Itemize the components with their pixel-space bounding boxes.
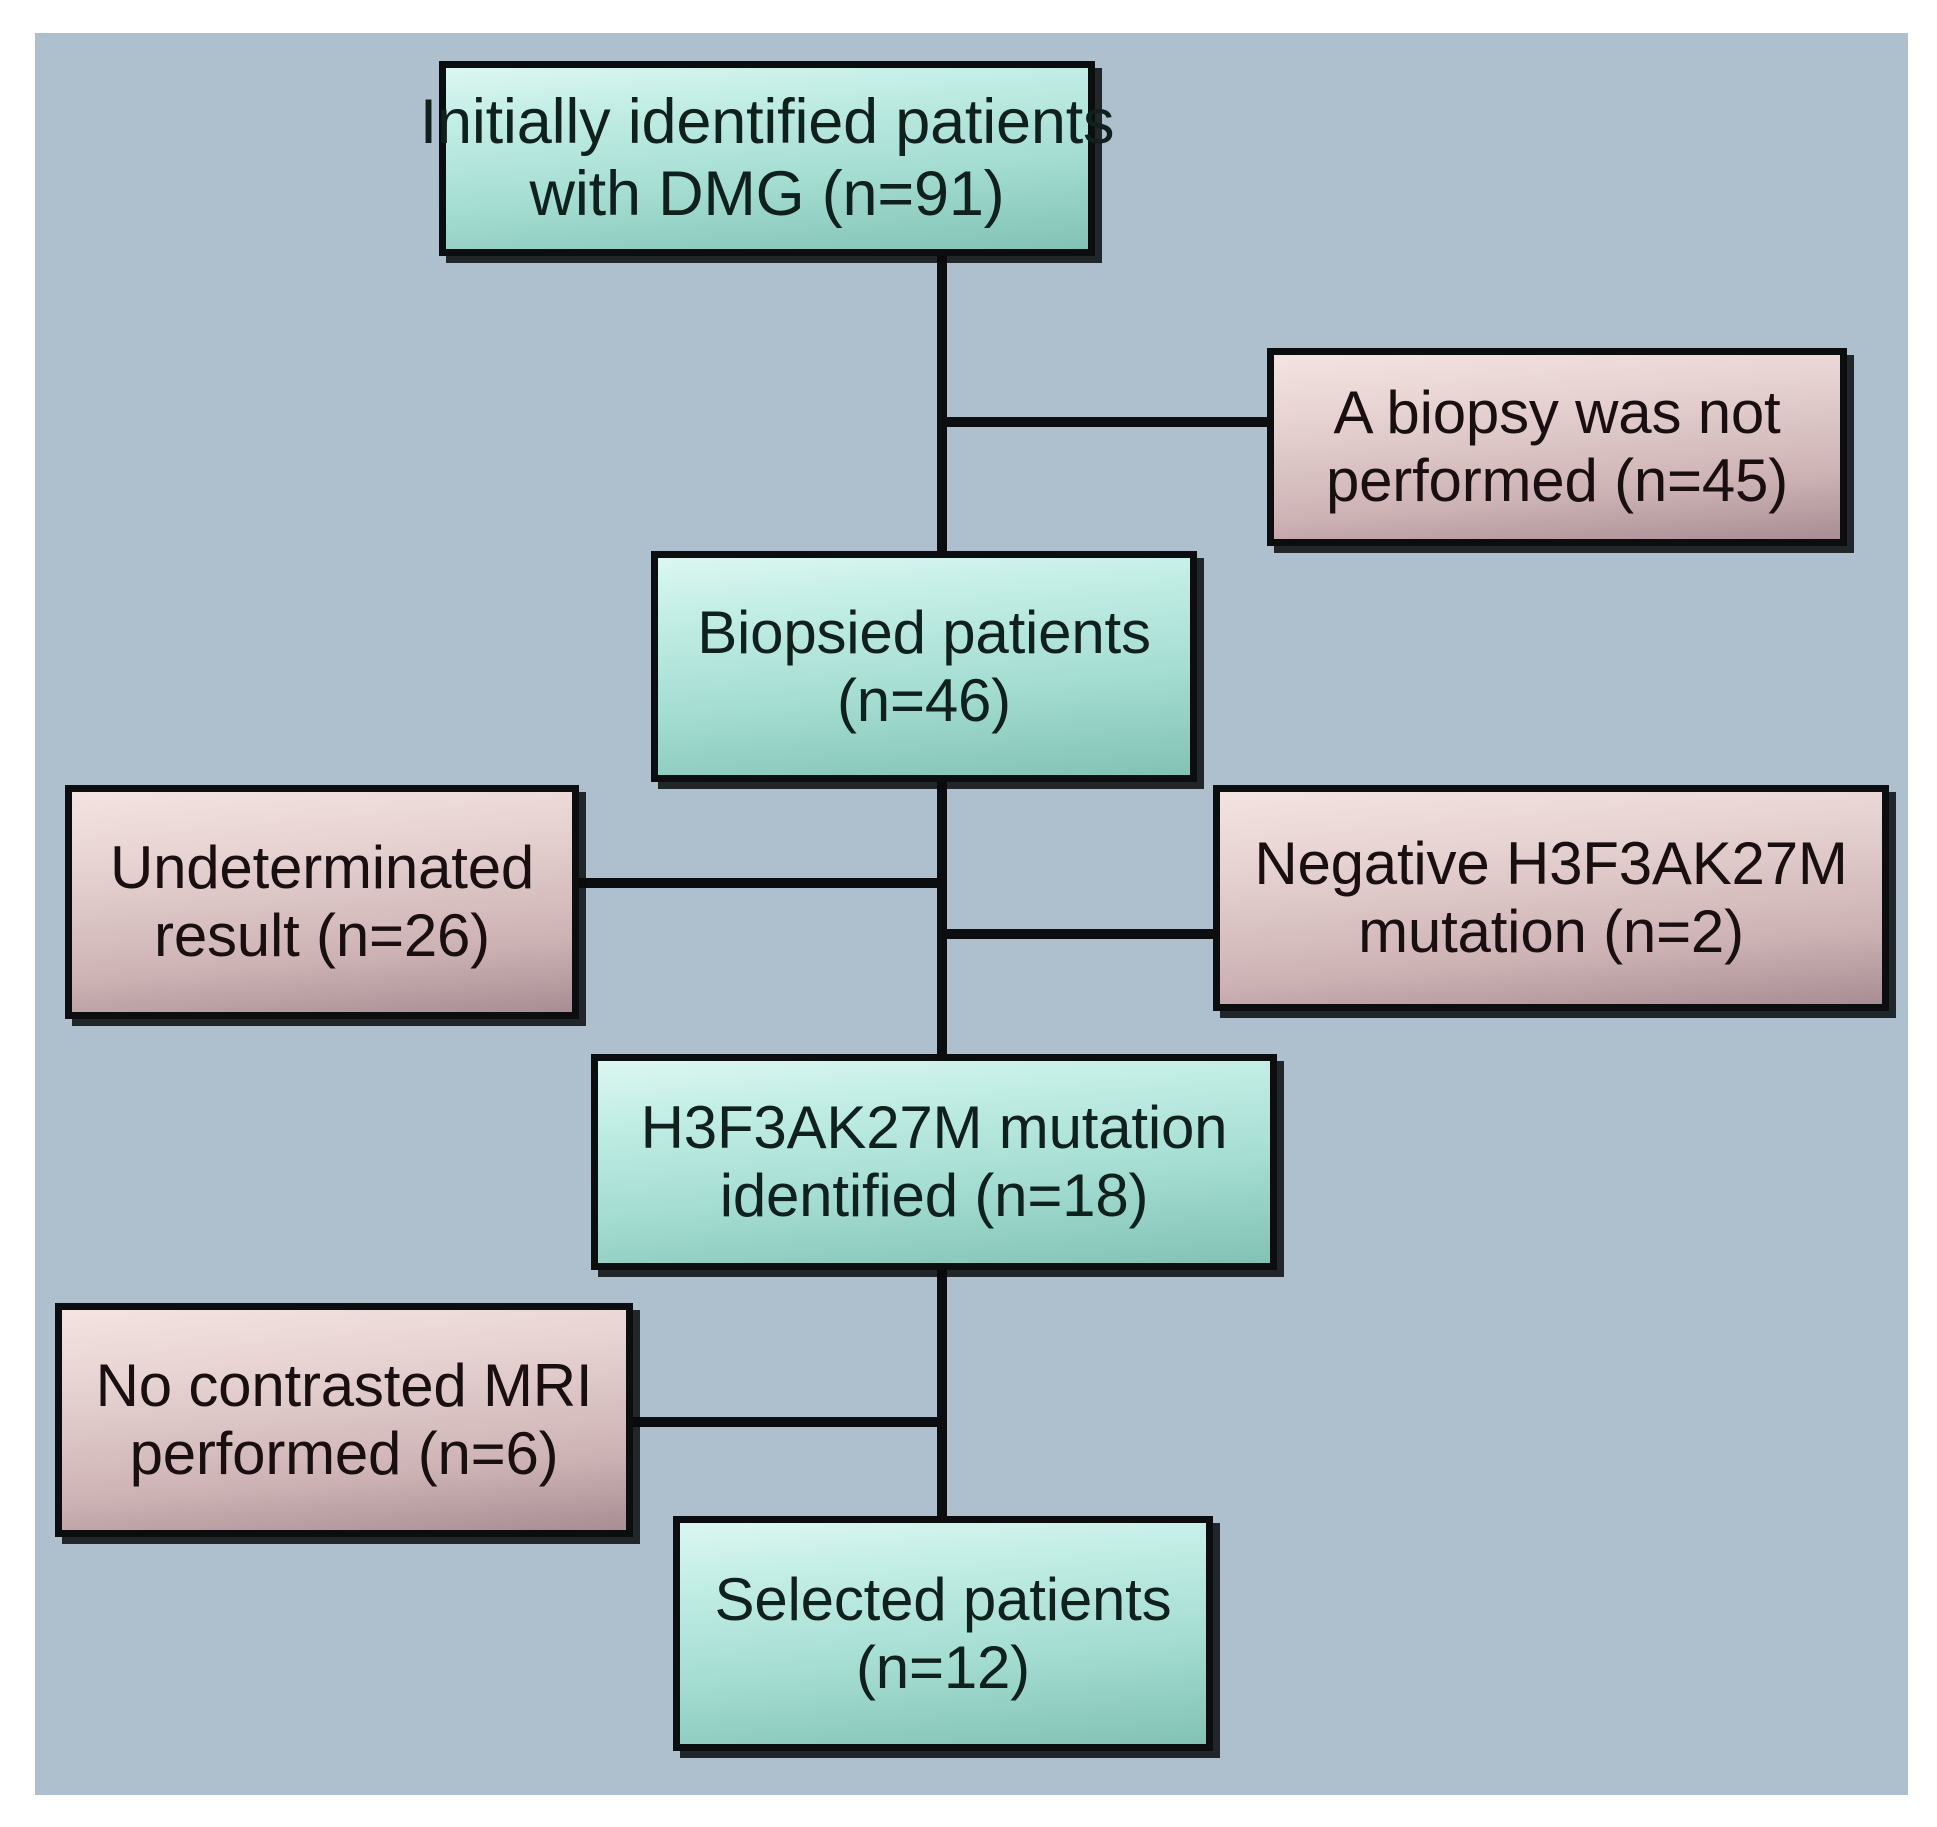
connector-mutation-to-selected [937,1270,947,1526]
node-undeterminated-line2: result (n=26) [154,902,490,969]
node-no-biopsy-line2: performed (n=45) [1325,447,1789,514]
connector-initial-to-no-biopsy [937,417,1275,427]
node-mutation-line1: H3F3AK27M mutation [640,1094,1228,1162]
node-no-mri-line2: performed (n=6) [129,1420,559,1487]
node-initially-identified-patients[interactable]: Initially identified patients with DMG (… [420,61,1115,256]
node-h3f3ak27m-mutation-identified[interactable]: H3F3AK27M mutation identified (n=18) [591,1054,1277,1270]
node-no-mri-line1: No contrasted MRI [95,1352,593,1420]
node-biopsy-not-performed[interactable]: A biopsy was not performed (n=45) [1267,348,1847,546]
flowchart-canvas: Initially identified patients with DMG (… [35,33,1908,1795]
connector-biopsied-to-mutation [937,782,947,1059]
node-biopsied-line1: Biopsied patients [697,598,1151,666]
node-selected-patients[interactable]: Selected patients (n=12) [673,1516,1213,1751]
connector-initial-to-biopsied [937,256,947,556]
node-no-biopsy-line1: A biopsy was not [1333,379,1781,447]
node-biopsied-patients[interactable]: Biopsied patients (n=46) [651,551,1197,782]
node-selected-line2: (n=12) [856,1633,1030,1701]
node-no-contrasted-mri-performed[interactable]: No contrasted MRI performed (n=6) [55,1303,633,1537]
node-negative-line1: Negative H3F3AK27M [1254,830,1848,898]
connector-biopsied-to-negative [937,929,1219,939]
node-biopsied-line2: (n=46) [837,666,1011,734]
node-mutation-line2: identified (n=18) [719,1162,1149,1229]
connector-mutation-to-no-mri [627,1417,943,1427]
node-negative-line2: mutation (n=2) [1358,898,1744,965]
node-negative-h3f3ak27m-mutation[interactable]: Negative H3F3AK27M mutation (n=2) [1213,785,1889,1011]
node-initial-line1: Initially identified patients [419,87,1115,158]
node-undeterminated-line1: Undeterminated [109,834,535,902]
node-undeterminated-result[interactable]: Undeterminated result (n=26) [65,785,579,1019]
connector-biopsied-to-undeterminated [575,878,943,888]
node-initial-line2: with DMG (n=91) [529,158,1005,229]
node-selected-line1: Selected patients [714,1565,1172,1633]
